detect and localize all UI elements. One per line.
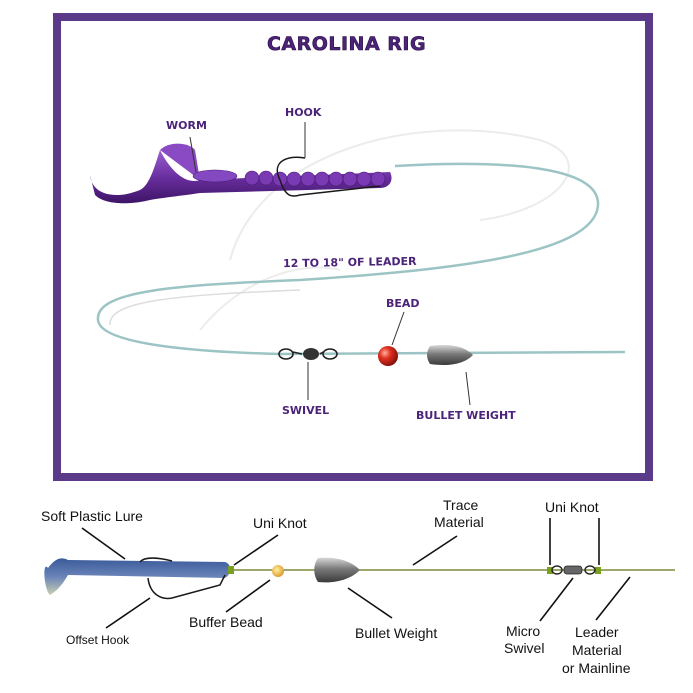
lure-pointer [81, 527, 126, 560]
worm-pointer [189, 136, 197, 173]
label-leader-line1: Leader [575, 624, 619, 640]
micro-swivel-icon [547, 565, 601, 575]
bead-pointer [391, 311, 405, 346]
label-soft-plastic-lure: Soft Plastic Lure [41, 508, 143, 524]
bead-icon [378, 346, 398, 366]
diagram-frame [53, 13, 653, 481]
label-leader: 12 TO 18" OF LEADER [282, 254, 417, 271]
label-hook: HOOK [285, 106, 322, 119]
diagram-title: CAROLINA RIG [266, 33, 427, 56]
label-uni-knot-left: Uni Knot [253, 515, 307, 531]
bullet-weight-icon [427, 345, 473, 365]
label-worm: WORM [166, 119, 207, 132]
offset-hook-icon [139, 557, 226, 600]
label-trace-material-line1: Trace [443, 497, 479, 513]
soft-plastic-lure-icon [44, 558, 231, 595]
swivel-icon [278, 348, 338, 360]
trace-material-pointer [412, 535, 458, 566]
uni-knot-left-icon [228, 566, 234, 574]
label-trace-material-line2: Material [434, 514, 484, 530]
micro-swivel-pointer [539, 577, 574, 622]
watermark-swirl [199, 129, 570, 331]
buffer-bead-icon [272, 565, 284, 577]
offset-hook-pointer [105, 597, 151, 629]
label-bullet-weight-bottom: Bullet Weight [355, 625, 438, 641]
label-swivel: SWIVEL [282, 404, 330, 417]
leader-pointer [595, 576, 631, 621]
label-buffer-bead: Buffer Bead [189, 614, 263, 630]
label-uni-knot-right: Uni Knot [545, 499, 599, 515]
swivel-barrel [303, 348, 319, 360]
label-bead: BEAD [386, 297, 420, 310]
label-leader-line2: Material [572, 642, 622, 658]
bullet-weight-pointer-bottom [347, 587, 393, 619]
buffer-bead-pointer [225, 579, 271, 613]
bottom-bullet-weight-icon [314, 557, 360, 583]
uni-knot-left-pointer [233, 534, 279, 566]
label-bullet-weight: BULLET WEIGHT [416, 409, 516, 422]
label-leader-line3: or Mainline [562, 660, 631, 676]
leader-line [96, 162, 626, 356]
label-micro-swivel-line1: Micro [506, 623, 541, 639]
worm-icon [90, 143, 392, 204]
hook-icon [276, 156, 381, 197]
bullet-weight-pointer [465, 371, 471, 406]
label-offset-hook: Offset Hook [66, 633, 130, 647]
label-micro-swivel-line2: Swivel [504, 640, 545, 656]
